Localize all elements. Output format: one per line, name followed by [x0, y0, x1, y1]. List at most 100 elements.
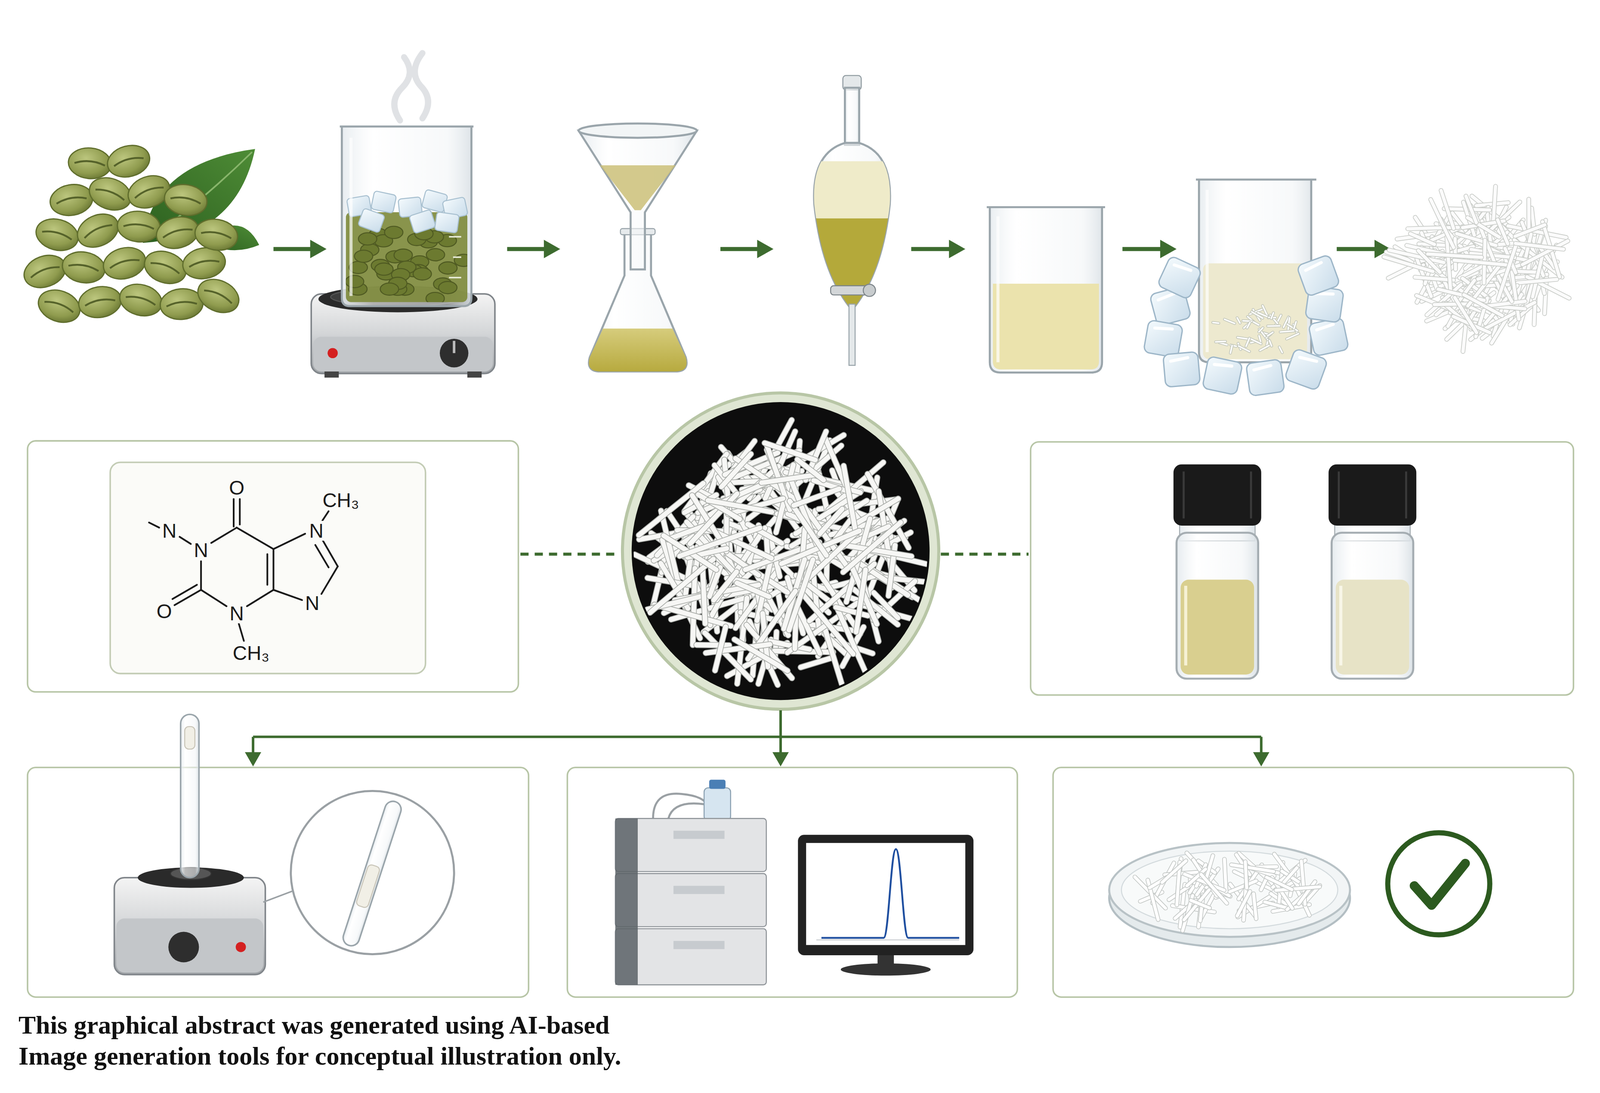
atom-label: N	[308, 520, 325, 541]
crystal-needle	[1497, 219, 1508, 245]
crystal-needle	[1515, 224, 1545, 236]
crystal-needle	[1434, 303, 1469, 305]
crystal-needle	[1286, 333, 1299, 339]
crystal-needle	[1245, 338, 1250, 347]
soaked-bean	[426, 292, 445, 303]
steam	[414, 52, 429, 119]
ice-highlight	[1214, 362, 1232, 368]
crystal-needle	[707, 500, 773, 512]
coffee-bean	[76, 283, 124, 321]
chemical-bond	[273, 533, 306, 550]
beaker	[996, 216, 1000, 363]
crystal-needle	[1253, 321, 1259, 325]
sample-vial	[1180, 579, 1255, 675]
crystal-needle	[800, 657, 833, 668]
hplc-instrument	[653, 793, 709, 819]
bean-groove	[113, 155, 144, 167]
crystal-needle	[1517, 279, 1557, 283]
crystal-needle	[1230, 345, 1233, 354]
chromatogram-monitor	[821, 848, 960, 938]
panel	[1030, 441, 1574, 695]
crystal-needle	[1224, 319, 1235, 324]
crystal-circle	[622, 392, 943, 710]
beaker	[448, 276, 461, 279]
flow-arrow	[273, 247, 312, 251]
crystal-needle	[1190, 899, 1210, 908]
hot-plate	[439, 338, 469, 368]
crystal-needle	[704, 632, 751, 680]
ice-bath-beaker	[1212, 305, 1299, 353]
funnel	[578, 123, 697, 138]
soaked-bean	[380, 282, 399, 295]
beaker	[448, 235, 461, 238]
melting-point-apparatus	[168, 931, 199, 962]
steam	[394, 52, 428, 121]
crystal-needle	[1247, 322, 1251, 328]
soaked-bean	[358, 232, 377, 245]
crystal-needle	[843, 522, 901, 573]
coffee-bean	[161, 181, 210, 219]
crystal-needle	[1279, 346, 1283, 353]
crystal-needle	[1212, 322, 1219, 324]
sample-vial	[1173, 464, 1262, 526]
soaked-bean	[413, 267, 432, 280]
chemical-bond	[174, 589, 201, 606]
separatory-funnel	[806, 75, 898, 365]
crystal-needle	[1267, 324, 1280, 327]
ice-highlight	[1253, 365, 1272, 370]
branch-arrow	[251, 736, 255, 754]
bean-groove	[200, 229, 232, 238]
crystal-needle	[1467, 217, 1499, 238]
ice-cube	[1162, 351, 1201, 388]
ice-cube	[1245, 358, 1285, 396]
crystal-needle	[715, 626, 726, 671]
bean-groove	[109, 257, 140, 269]
beaker	[345, 226, 468, 303]
panel	[27, 440, 519, 692]
branch-arrow	[1260, 736, 1263, 754]
coffee-bean	[71, 207, 124, 254]
bean-groove	[162, 226, 193, 238]
crystal-needle	[1410, 233, 1435, 245]
crystal-needle	[1279, 346, 1283, 353]
ice-cube	[1143, 319, 1184, 359]
atom-label: N	[161, 520, 178, 541]
crystal-needle	[1224, 858, 1227, 892]
chromatogram-monitor	[840, 963, 931, 976]
petri-dish	[1134, 852, 1320, 931]
ice-cube	[1143, 319, 1184, 359]
bean-groove	[166, 300, 197, 307]
ice-highlight	[1157, 293, 1175, 300]
crystal-needle	[1269, 340, 1272, 346]
crystal-needle	[1467, 217, 1499, 238]
crystal-needle	[1456, 233, 1496, 246]
flow-arrow	[756, 239, 774, 259]
ice-cube	[1162, 351, 1201, 388]
flow-arrow	[543, 239, 561, 259]
ice-cube	[434, 211, 460, 234]
crystal-needle	[1237, 891, 1251, 916]
melting-point-apparatus	[263, 890, 294, 902]
bean-groove	[44, 299, 75, 313]
crystal-needle	[715, 626, 726, 671]
coffee-bean	[47, 181, 96, 219]
crystal-needle	[1190, 899, 1210, 908]
check-mark	[1414, 863, 1466, 906]
separatory-funnel	[806, 161, 898, 219]
hot-plate	[452, 340, 456, 353]
check-mark	[1387, 832, 1490, 935]
crystal-needle	[1269, 340, 1272, 346]
crystal-needle	[1271, 312, 1274, 319]
ice-cube	[1157, 255, 1203, 300]
beaker	[986, 206, 1106, 373]
crystal-needle	[1267, 332, 1273, 336]
crystal-needle	[1511, 271, 1519, 319]
crystal-needle	[1161, 860, 1186, 883]
crystal-needle	[1489, 201, 1520, 231]
soaked-bean	[374, 262, 394, 275]
melting-point-apparatus	[184, 726, 195, 749]
crystal-needle	[1407, 227, 1458, 229]
crystal-needle	[1383, 256, 1434, 272]
chemical-bond	[247, 589, 274, 606]
hplc-instrument	[615, 818, 767, 872]
